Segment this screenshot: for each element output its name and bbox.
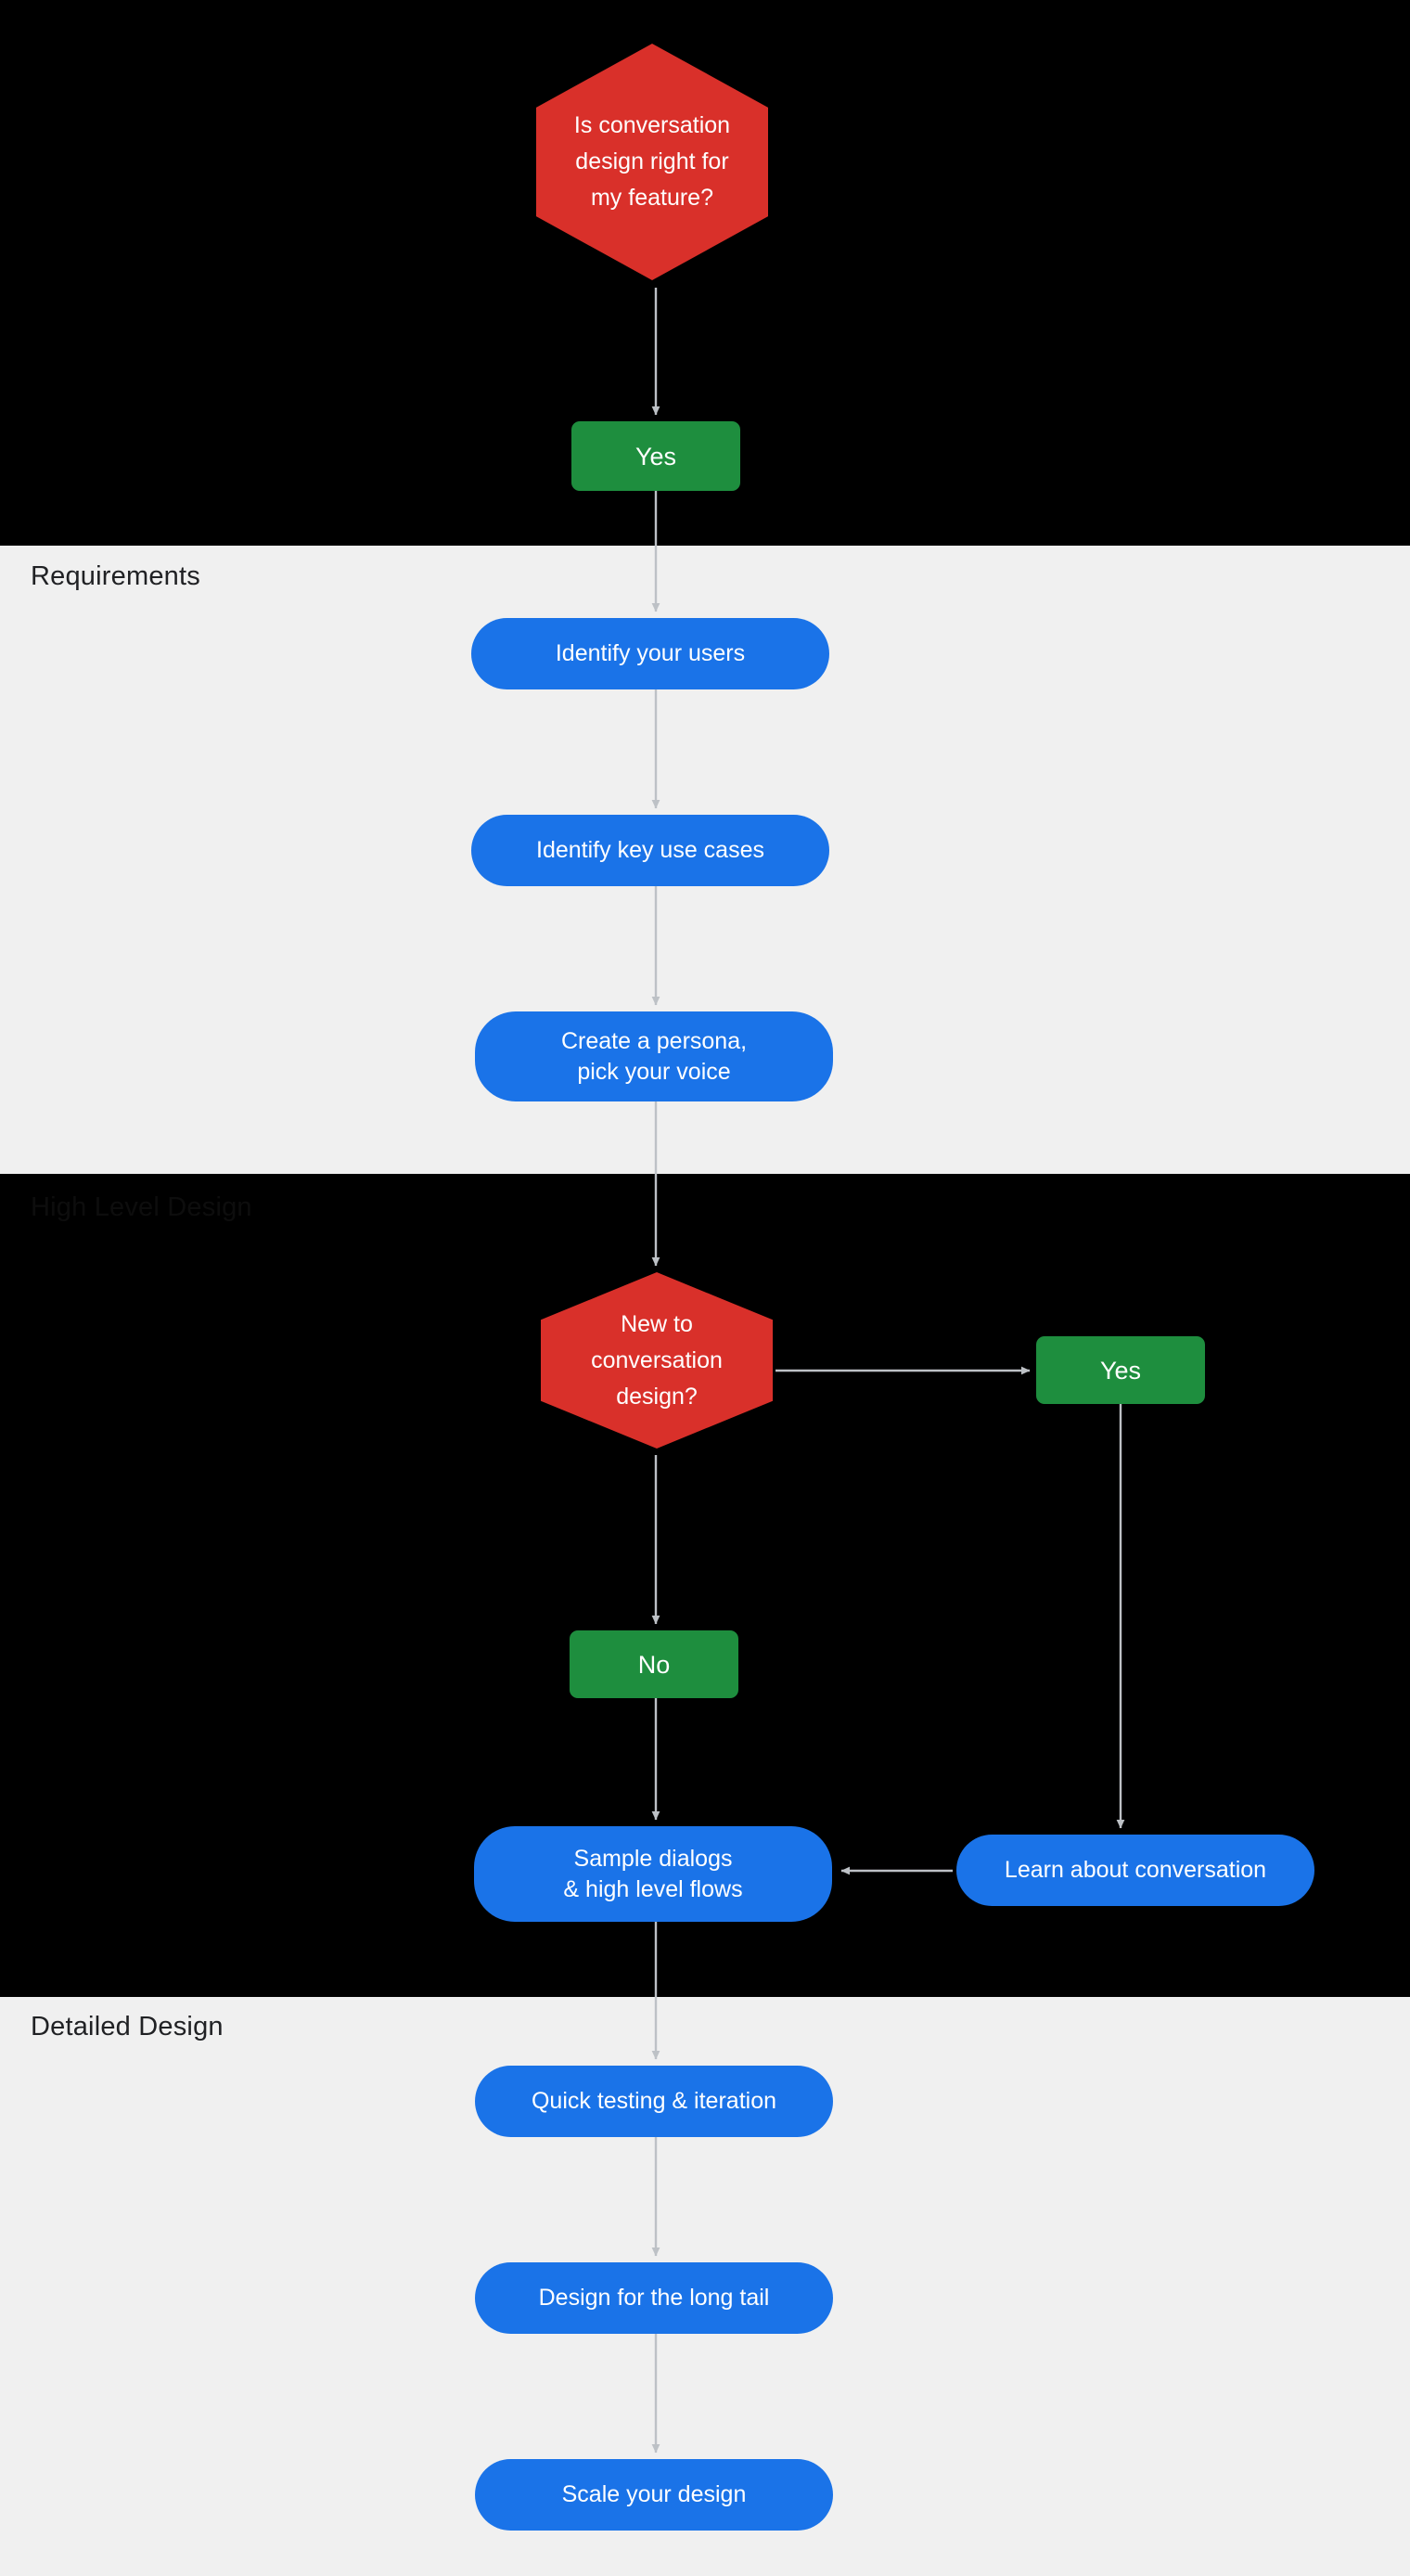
decision-node-is-conversation-design-right[interactable]: Is conversation design right for my feat… <box>536 44 768 280</box>
decision-node-line-2: design right for <box>575 148 729 174</box>
step-node-scale-your-design[interactable]: Scale your design <box>475 2459 833 2531</box>
step-node-label: Identify key use cases <box>536 837 764 863</box>
step-node-line-2: & high level flows <box>563 1875 743 1902</box>
decision-node-line-3: my feature? <box>590 185 713 211</box>
step-node-design-for-the-long-tail[interactable]: Design for the long tail <box>475 2262 833 2334</box>
step-node-quick-testing-iteration[interactable]: Quick testing & iteration <box>475 2066 833 2137</box>
section-title-high-level-design: High Level Design <box>31 1192 252 1222</box>
step-node-label: Identify your users <box>555 640 746 666</box>
decision-node-line-2: conversation <box>591 1346 723 1373</box>
step-node-identify-key-use-cases[interactable]: Identify key use cases <box>471 815 829 886</box>
step-node-label: Learn about conversation <box>1004 1857 1267 1883</box>
step-node-label: Sample dialogs & high level flows <box>563 1844 742 1905</box>
answer-chip-yes-1[interactable]: Yes <box>571 421 740 491</box>
step-node-line-2: pick your voice <box>577 1058 731 1085</box>
step-node-label: Quick testing & iteration <box>531 2088 776 2114</box>
answer-chip-no[interactable]: No <box>570 1630 738 1698</box>
step-node-label: Design for the long tail <box>538 2285 770 2311</box>
decision-node-label: New to conversation design? <box>576 1307 737 1415</box>
step-node-create-a-persona[interactable]: Create a persona, pick your voice <box>475 1011 833 1101</box>
section-title-detailed-design: Detailed Design <box>31 2012 224 2041</box>
decision-node-new-to-conversation-design[interactable]: New to conversation design? <box>541 1272 773 1449</box>
decision-node-line-1: Is conversation <box>573 112 731 138</box>
answer-chip-yes-2[interactable]: Yes <box>1036 1336 1205 1404</box>
decision-node-line-3: design? <box>616 1383 698 1410</box>
answer-chip-label: No <box>637 1650 671 1679</box>
answer-chip-label: Yes <box>1099 1356 1142 1385</box>
decision-node-line-1: New to <box>621 1310 693 1337</box>
step-node-identify-your-users[interactable]: Identify your users <box>471 618 829 689</box>
step-node-learn-about-conversation[interactable]: Learn about conversation <box>956 1835 1314 1906</box>
step-node-line-1: Sample dialogs <box>573 1845 733 1872</box>
step-node-line-1: Create a persona, <box>560 1027 748 1054</box>
step-node-label: Scale your design <box>561 2481 747 2507</box>
answer-chip-label: Yes <box>634 442 677 470</box>
step-node-label: Create a persona, pick your voice <box>561 1026 747 1088</box>
step-node-sample-dialogs-high-level-flows[interactable]: Sample dialogs & high level flows <box>474 1826 832 1922</box>
decision-node-label: Is conversation design right for my feat… <box>559 108 745 216</box>
section-title-requirements: Requirements <box>31 561 200 591</box>
